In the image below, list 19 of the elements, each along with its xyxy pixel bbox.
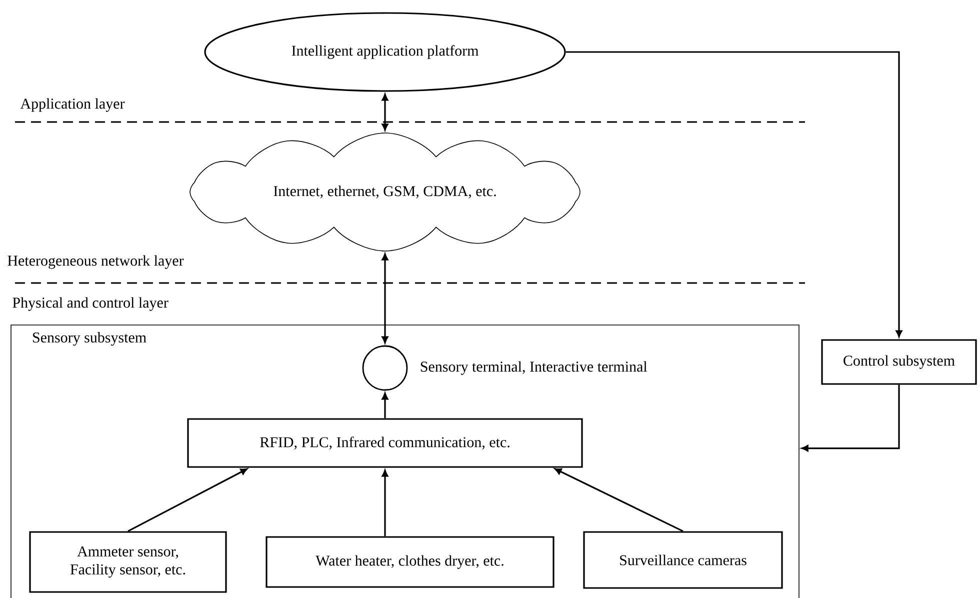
layer-label: Application layer: [20, 98, 125, 112]
control-box: Control subsystem: [821, 339, 977, 385]
network-cloud: Internet, ethernet, GSM, CDMA, etc.: [190, 132, 580, 252]
arrow: [382, 94, 388, 131]
arrow: [566, 51, 902, 338]
terminal-circle: [362, 345, 408, 391]
arrow: [382, 470, 388, 536]
layer-label: Heterogeneous network layer: [8, 255, 184, 269]
terminal-caption: Sensory terminal, Interactive terminal: [420, 361, 648, 375]
arrow: [128, 468, 248, 532]
arrow: [801, 384, 900, 452]
device-box: Ammeter sensor, Facility sensor, etc.: [29, 531, 227, 593]
device-box: Water heater, clothes dryer, etc.: [266, 536, 554, 588]
arrow: [382, 253, 388, 344]
layer-label: Physical and control layer: [12, 297, 168, 311]
arrow: [554, 468, 684, 532]
protocol-box: RFID, PLC, Infrared communication, etc.: [187, 418, 583, 468]
device-box: Surveillance cameras: [583, 531, 783, 589]
arrow: [382, 392, 388, 418]
